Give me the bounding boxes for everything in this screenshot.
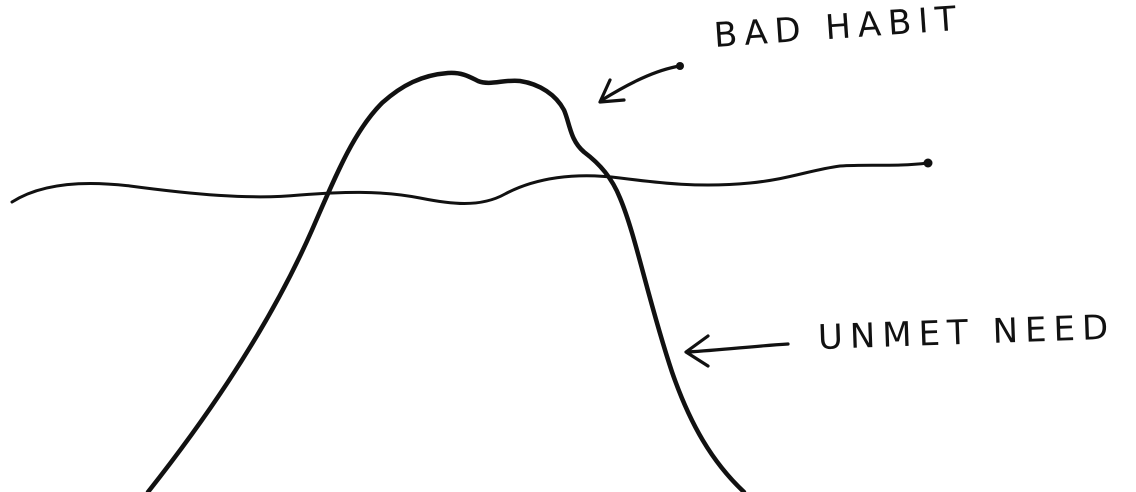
iceberg-outline — [148, 73, 744, 492]
bad-habit-arrow-shaft — [602, 66, 680, 100]
unmet-need-arrow-shaft — [688, 344, 788, 352]
water-line — [12, 163, 928, 204]
water-line-end-dot — [924, 159, 933, 168]
bad-habit-arrow-tail-dot — [676, 62, 684, 70]
